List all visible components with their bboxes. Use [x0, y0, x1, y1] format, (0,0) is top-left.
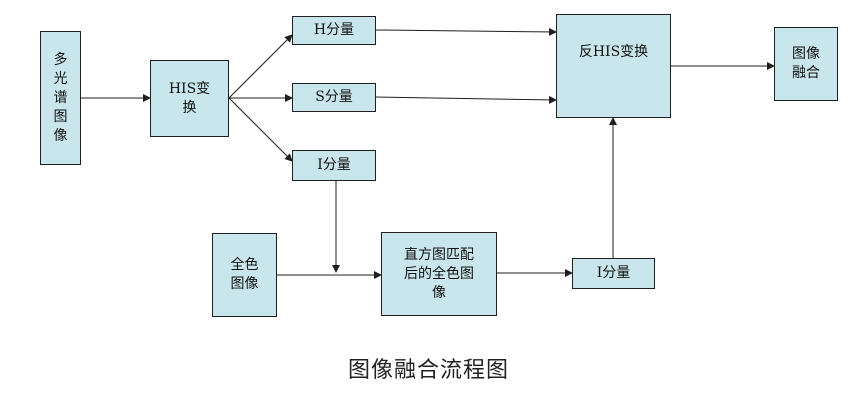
node-i-component-matched-label: I分量 [596, 265, 631, 281]
node-h-component-label: H分量 [313, 22, 355, 38]
node-his-transform-label: HIS变 换 [168, 80, 211, 116]
node-panchromatic-label: 全色 图像 [230, 257, 259, 292]
node-multispectral-label: 多 光 谱 图 像 [53, 51, 68, 144]
node-h-component: H分量 [292, 16, 376, 45]
node-i-component-label: I分量 [317, 157, 351, 173]
node-inverse-his-transform: 反HIS变换 [556, 14, 671, 118]
edge-s-to-inverse-his [375, 95, 557, 104]
node-multispectral-image: 多 光 谱 图 像 [40, 31, 81, 165]
edge-his-to-i [228, 97, 293, 162]
node-inverse-his-label: 反HIS变换 [578, 43, 649, 60]
edge-his-to-h [228, 34, 293, 99]
node-histogram-matching-label: 直方图匹配 后的全色图 像 [404, 246, 474, 301]
node-panchromatic-image: 全色 图像 [212, 233, 277, 317]
node-his-transform: HIS变 换 [150, 60, 229, 137]
node-s-component: S分量 [292, 83, 376, 112]
node-image-fusion: 图像 融合 [774, 27, 838, 101]
node-i-component: I分量 [292, 150, 376, 181]
edge-h-to-inverse-his [375, 27, 557, 36]
node-image-fusion-label: 图像 融合 [792, 46, 820, 81]
node-histogram-matching: 直方图匹配 后的全色图 像 [381, 232, 497, 316]
node-i-component-matched: I分量 [572, 258, 655, 289]
node-s-component-label: S分量 [315, 89, 353, 105]
diagram-caption: 图像融合流程图 [347, 358, 509, 383]
